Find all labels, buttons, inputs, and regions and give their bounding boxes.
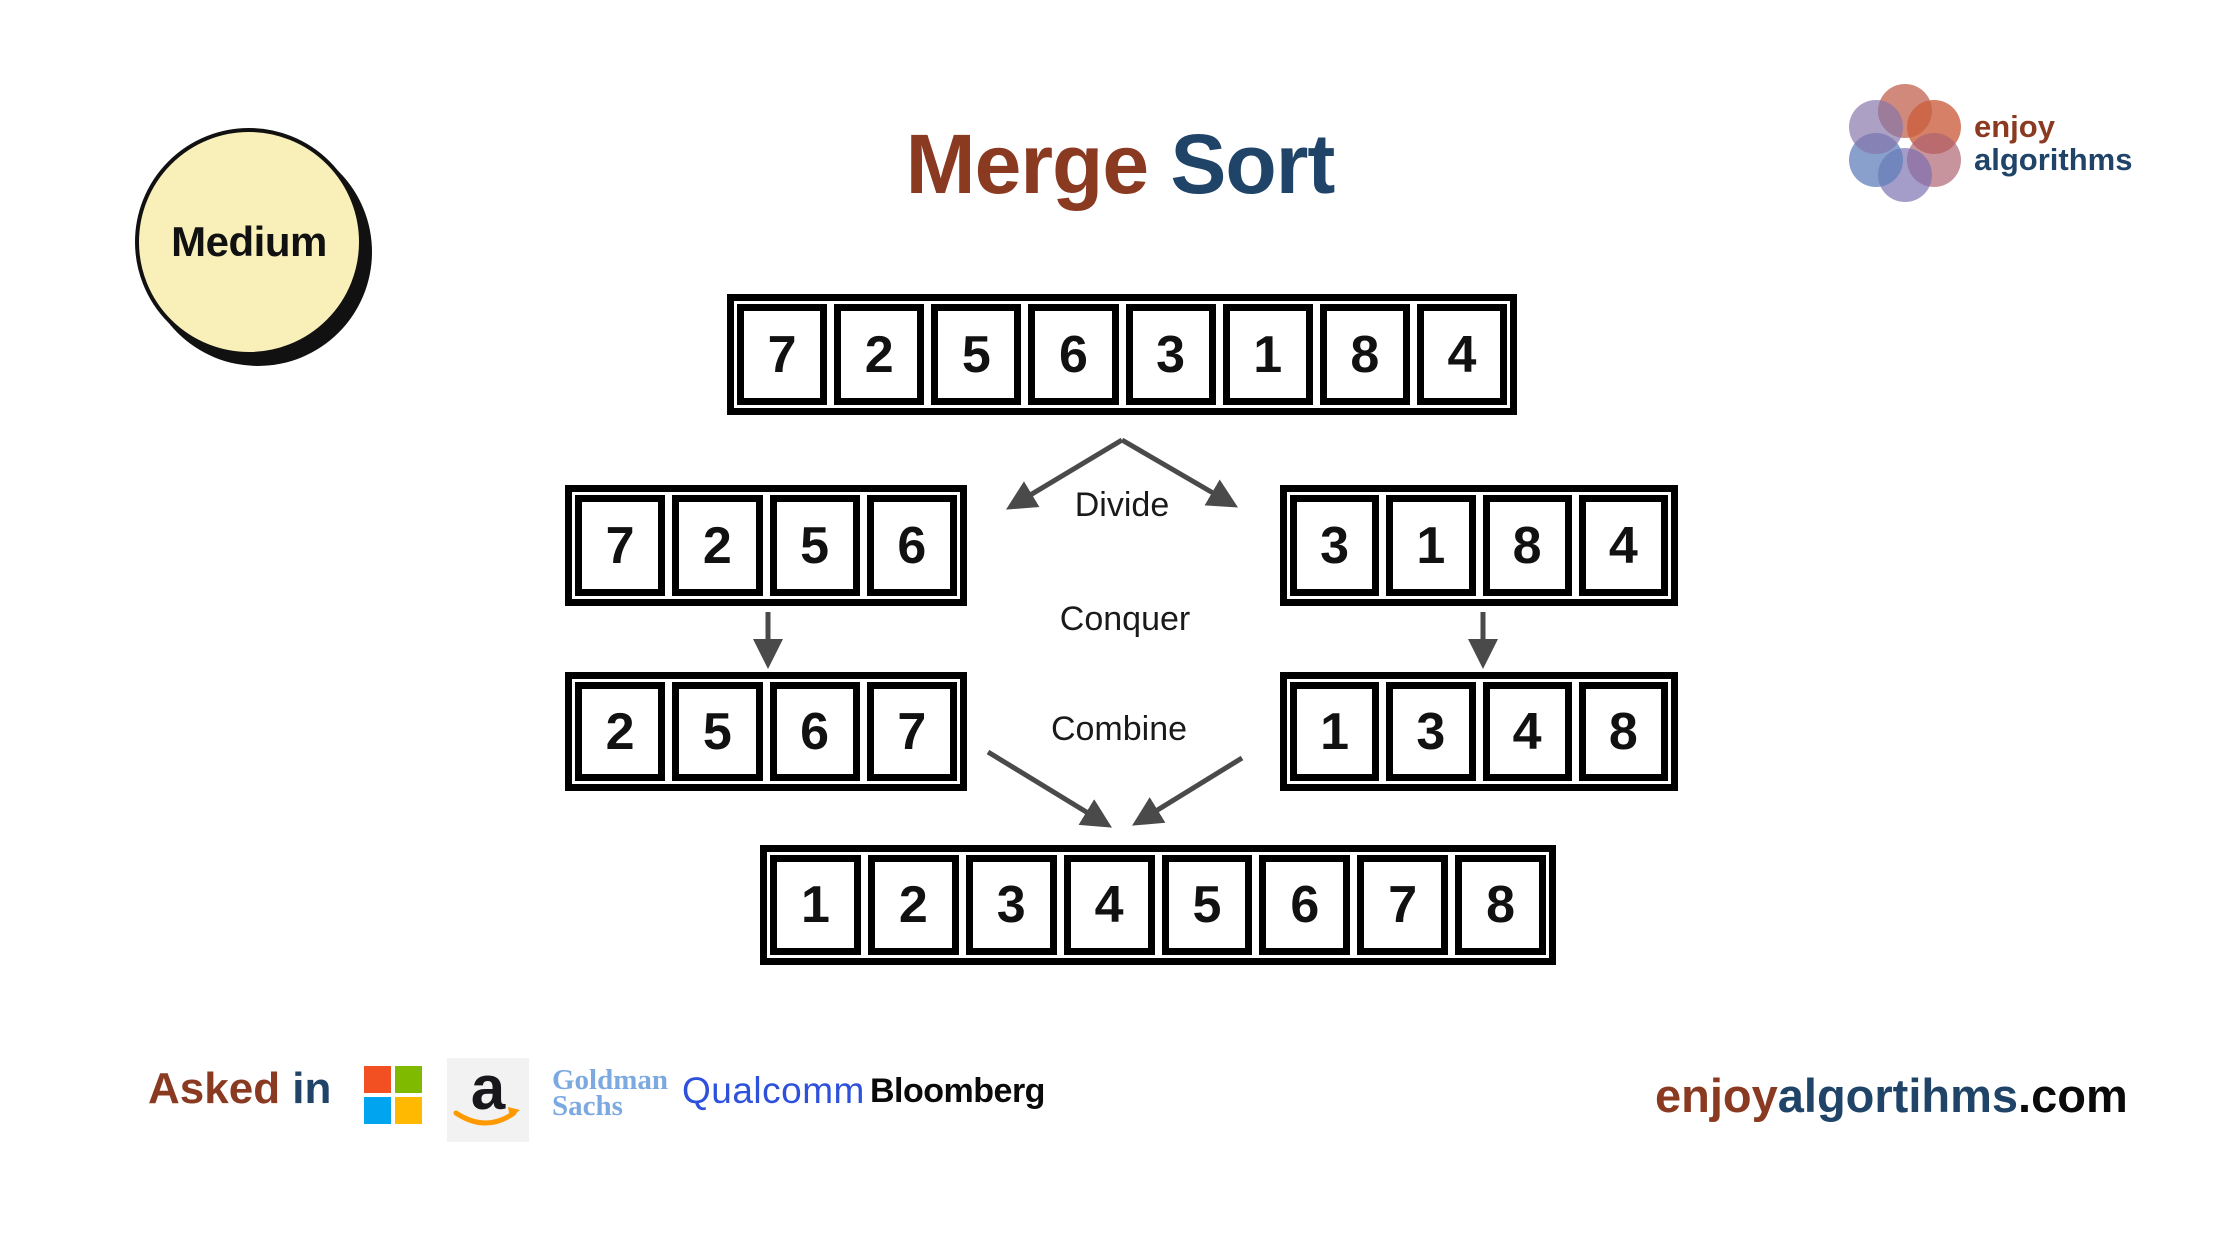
site-algortihms: algortihms: [1777, 1069, 2019, 1122]
array-cell: 5: [1161, 855, 1253, 955]
combine-arrow-left: [986, 749, 1112, 828]
conquer-label: Conquer: [1059, 600, 1191, 638]
array-cell: 4: [1482, 682, 1572, 781]
difficulty-label: Medium: [171, 218, 327, 265]
asked-word: Asked: [148, 1064, 281, 1113]
site-dot-com: .com: [2018, 1069, 2128, 1122]
combine-label: Combine: [1050, 710, 1188, 748]
array-cell: 2: [672, 495, 763, 596]
brand-line-algorithms: algorithms: [1974, 142, 2133, 177]
difficulty-badge: Medium: [135, 128, 363, 356]
array-cell: 6: [866, 495, 957, 596]
in-word: in: [280, 1064, 332, 1113]
array-cell: 3: [965, 855, 1057, 955]
array-cell: 3: [1290, 495, 1380, 596]
array-cell: 8: [1455, 855, 1546, 955]
divide-label: Divide: [1074, 486, 1170, 524]
array-cell: 3: [1386, 682, 1476, 781]
array-cell: 7: [737, 304, 828, 405]
array-cell: 3: [1125, 304, 1216, 405]
website-url: enjoyalgortihms.com: [1655, 1068, 2128, 1123]
qualcomm-logo: Qualcomm: [682, 1070, 865, 1111]
brand-line-enjoy: enjoy: [1974, 108, 2055, 144]
array-cell: 8: [1482, 495, 1572, 596]
asked-in-label: Asked in: [148, 1064, 331, 1114]
enjoy-algorithms-logo: enjoy algorithms: [1846, 84, 2132, 202]
page-title: Merge Sort: [0, 118, 2240, 210]
array-cell: 5: [672, 682, 763, 781]
array-cell: 1: [770, 855, 861, 955]
goldman-sachs-logo: Goldman Sachs: [552, 1064, 669, 1122]
amazon-logo-icon: a: [447, 1058, 529, 1142]
microsoft-square-red: [364, 1066, 391, 1093]
microsoft-square-yellow: [395, 1097, 422, 1124]
array-cell: 5: [931, 304, 1022, 405]
amazon-letter: a: [470, 1054, 506, 1123]
title-word-sort: Sort: [1148, 117, 1335, 211]
microsoft-square-blue: [364, 1097, 391, 1124]
array-cell: 4: [1416, 304, 1507, 405]
title-word-merge: Merge: [905, 117, 1149, 211]
microsoft-logo-icon: [364, 1066, 422, 1124]
array-cell: 6: [1259, 855, 1351, 955]
amazon-smile-icon: [453, 1106, 520, 1126]
array-cell: 6: [1028, 304, 1119, 405]
brand-wordmark: enjoy algorithms: [1974, 108, 2133, 177]
array-cell: 2: [575, 682, 666, 781]
combine-arrow-right: [1132, 755, 1244, 826]
logo-petal: [1849, 100, 1903, 154]
array-cell: 1: [1222, 304, 1313, 405]
array-cell: 1: [1386, 495, 1476, 596]
array-cell: 1: [1290, 682, 1380, 781]
logo-flower-icon: [1846, 84, 1964, 202]
array-cell: 7: [1357, 855, 1449, 955]
goldman-line2: Sachs: [552, 1089, 623, 1122]
array-cell: 4: [1578, 495, 1668, 596]
array-cell: 8: [1319, 304, 1410, 405]
array-cell: 4: [1063, 855, 1155, 955]
array-cell: 5: [769, 495, 860, 596]
array-cell: 7: [575, 495, 666, 596]
array-cell: 8: [1578, 682, 1668, 781]
array-cell: 2: [834, 304, 925, 405]
microsoft-square-green: [395, 1066, 422, 1093]
array-cell: 6: [769, 682, 860, 781]
goldman-line1: Goldman: [552, 1064, 669, 1096]
bloomberg-logo: Bloomberg: [870, 1072, 1045, 1110]
site-enjoy: enjoy: [1655, 1069, 1778, 1122]
array-cell: 7: [866, 682, 957, 781]
array-cell: 2: [867, 855, 959, 955]
